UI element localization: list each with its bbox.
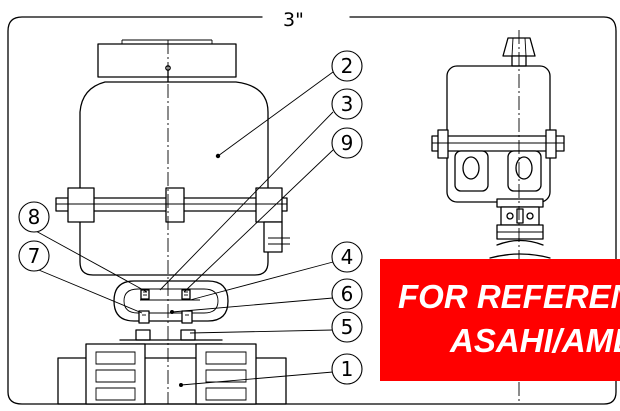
valve-body xyxy=(57,343,287,405)
svg-text:4: 4 xyxy=(341,245,354,269)
callout-3: 3 xyxy=(331,88,363,120)
callout-6: 6 xyxy=(331,278,363,310)
svg-text:1: 1 xyxy=(341,357,354,381)
svg-text:8: 8 xyxy=(28,205,41,229)
actuator-top-cover xyxy=(97,43,237,78)
svg-text:2: 2 xyxy=(341,54,354,78)
size-label: 3" xyxy=(283,9,304,31)
mounting-bracket xyxy=(113,280,229,322)
svg-text:7: 7 xyxy=(28,244,41,268)
front-view xyxy=(55,39,290,405)
watermark-line-1: FOR REFERENCE ONLY xyxy=(398,278,620,315)
svg-text:5: 5 xyxy=(341,315,354,339)
callout-8: 8 xyxy=(18,201,50,233)
callout-9: 9 xyxy=(331,127,363,159)
watermark-line-2: ASAHI/AMERICA xyxy=(450,322,620,359)
callout-4: 4 xyxy=(331,241,363,273)
svg-text:3: 3 xyxy=(341,92,354,116)
reference-watermark-banner: FOR REFERENCE ONLY ASAHI/AMERICA xyxy=(380,259,620,381)
side-connector xyxy=(263,221,283,253)
callout-5: 5 xyxy=(331,311,363,343)
svg-text:9: 9 xyxy=(341,131,354,155)
side-view xyxy=(431,30,565,404)
callout-1: 1 xyxy=(331,353,363,385)
actuator-housing xyxy=(79,81,269,276)
callout-7: 7 xyxy=(18,240,50,272)
svg-text:6: 6 xyxy=(341,282,354,306)
callout-leaders xyxy=(33,71,334,386)
drawing-frame xyxy=(7,16,617,405)
callout-2: 2 xyxy=(331,50,363,82)
